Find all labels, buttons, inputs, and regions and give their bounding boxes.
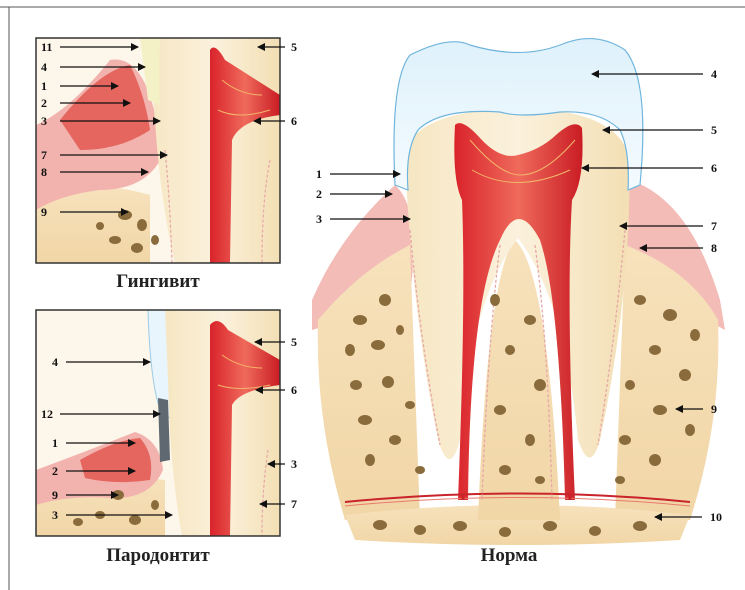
label: 5: [711, 123, 717, 137]
label: 11: [41, 40, 52, 54]
label: 9: [41, 205, 47, 219]
label: 9: [52, 488, 58, 502]
label: 6: [291, 383, 297, 397]
label: 8: [41, 165, 47, 179]
label: 3: [52, 508, 58, 522]
caption-normal: Норма: [481, 545, 538, 566]
label: 6: [291, 114, 297, 128]
label: 6: [711, 161, 717, 175]
gingivitis-panel: [36, 38, 280, 263]
label: 5: [291, 335, 297, 349]
normal-tooth: [312, 39, 725, 545]
caption-periodontitis: Пародонтит: [106, 545, 210, 566]
label: 7: [41, 148, 47, 162]
label: 7: [291, 497, 297, 511]
label: 1: [41, 79, 47, 93]
label: 7: [711, 219, 717, 233]
label: 4: [52, 355, 58, 369]
label: 10: [710, 510, 722, 524]
label: 3: [41, 114, 47, 128]
label: 2: [41, 96, 47, 110]
periodontitis-panel: [36, 310, 280, 536]
label: 3: [316, 212, 322, 226]
label: 8: [711, 241, 717, 255]
label: 2: [52, 464, 58, 478]
label: 1: [52, 436, 58, 450]
label: 2: [316, 187, 322, 201]
label: 5: [291, 40, 297, 54]
label: 9: [711, 402, 717, 416]
caption-gingivitis: Гингивит: [116, 271, 200, 292]
label: 4: [41, 60, 47, 74]
label: 4: [711, 67, 717, 81]
label: 1: [316, 167, 322, 181]
label: 12: [41, 407, 53, 421]
label: 3: [291, 457, 297, 471]
